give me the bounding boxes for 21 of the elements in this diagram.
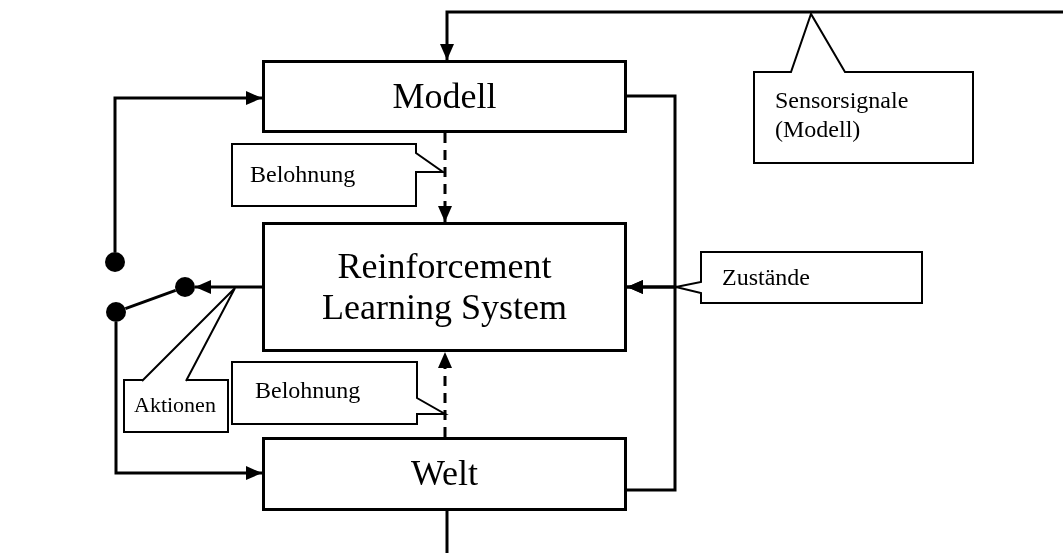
switch-contact [105,252,125,272]
box-label: Welt [410,453,479,495]
callout-text: Belohnung [250,160,356,189]
process-box [262,437,627,511]
process-box [262,222,627,352]
arrow [440,10,1063,60]
arrow [195,280,262,294]
callout-text: Belohnung [255,376,361,405]
callout-text: Sensorsignale (Modell) [775,86,910,144]
box-label: Modell [392,75,497,118]
callout-text: Aktionen [134,392,216,419]
arrow [438,352,452,437]
switch-contact [106,302,126,322]
callout-text: Zustände [722,263,810,292]
box-label: Reinforcement Learning System [321,245,568,329]
arrow [114,322,262,480]
switch-contact [175,277,195,297]
arrow [113,91,262,252]
process-box [262,60,627,133]
arrow [438,133,452,222]
arrow [627,280,677,492]
